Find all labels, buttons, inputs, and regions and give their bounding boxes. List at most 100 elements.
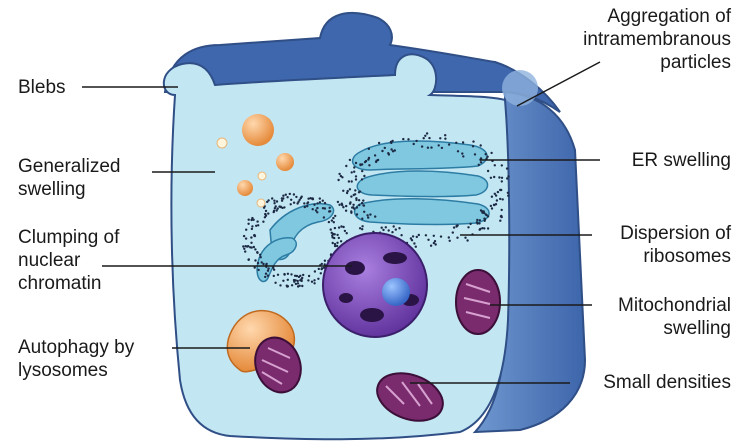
ribosome-dot	[490, 152, 492, 154]
ribosome-dot	[479, 219, 481, 221]
ribosome-dot	[265, 210, 267, 212]
ribosome-dot	[266, 201, 268, 203]
ribosome-dot	[491, 196, 493, 198]
ribosome-dot	[289, 193, 291, 195]
ribosome-dot	[430, 245, 432, 247]
ribosome-dot	[273, 275, 275, 277]
ribosome-dot	[287, 273, 289, 275]
ribosome-dot	[418, 234, 420, 236]
ribosome-dot	[501, 209, 503, 211]
ribosome-dot	[341, 203, 343, 205]
ribosome-dot	[453, 226, 455, 228]
ribosome-dot	[497, 191, 499, 193]
ribosome-dot	[243, 248, 245, 250]
ribosome-dot	[430, 146, 432, 148]
ribosome-dot	[332, 217, 334, 219]
ribosome-dot	[260, 256, 262, 258]
ribosome-dot	[267, 212, 269, 214]
ribosome-dot	[297, 282, 299, 284]
ribosome-dot	[302, 274, 304, 276]
ribosome-dot	[387, 152, 389, 154]
ribosome-dot	[358, 204, 360, 206]
ribosome-dot	[415, 140, 417, 142]
ribosome-dot	[507, 195, 509, 197]
ribosome-dot	[248, 219, 250, 221]
ribosome-dot	[407, 138, 409, 140]
ribosome-dot	[342, 206, 344, 208]
ribosome-dot	[298, 276, 300, 278]
ribosome-dot	[359, 163, 361, 165]
ribosome-dot	[423, 137, 425, 139]
ribosome-dot	[427, 239, 429, 241]
ribosome-dot	[316, 202, 318, 204]
ribosome-dot	[264, 276, 266, 278]
ribosome-dot	[334, 233, 336, 235]
lipid-droplet-large	[242, 114, 274, 146]
ribosome-dot	[393, 225, 395, 227]
ribosome-dot	[502, 198, 504, 200]
ribosome-dot	[282, 195, 284, 197]
ribosome-dot	[433, 235, 435, 237]
ribosome-dot	[486, 156, 488, 158]
ribosome-dot	[301, 285, 303, 287]
ribosome-dot	[484, 218, 486, 220]
ribosome-dot	[421, 145, 423, 147]
ribosome-dot	[286, 196, 288, 198]
ribosome-dot	[381, 150, 383, 152]
ribosome-dot	[254, 235, 256, 237]
lipid-droplet-tiny	[217, 138, 227, 148]
ribosome-dot	[368, 164, 370, 166]
ribosome-dot	[344, 230, 346, 232]
ribosome-dot	[291, 284, 293, 286]
ribosome-dot	[354, 189, 356, 191]
ribosome-dot	[293, 193, 295, 195]
ribosome-dot	[311, 281, 313, 283]
ribosome-dot	[313, 279, 315, 281]
ribosome-dot	[351, 206, 353, 208]
ribosome-dot	[493, 176, 495, 178]
ribosome-dot	[340, 225, 342, 227]
ribosome-dot	[319, 197, 321, 199]
ribosome-dot	[398, 227, 400, 229]
ribosome-dot	[286, 285, 288, 287]
ribosome-dot	[251, 225, 253, 227]
ribosome-dot	[255, 225, 257, 227]
ribosome-dot	[330, 228, 332, 230]
ribosome-dot	[265, 215, 267, 217]
ribosome-dot	[262, 263, 264, 265]
ribosome-dot	[328, 221, 330, 223]
ribosome-dot	[290, 273, 292, 275]
ribosome-dot	[308, 275, 310, 277]
ribosome-dot	[307, 198, 309, 200]
nucleolus	[382, 278, 410, 306]
ribosome-dot	[382, 229, 384, 231]
ribosome-dot	[395, 228, 397, 230]
ribosome-dot	[244, 250, 246, 252]
ribosome-dot	[378, 142, 380, 144]
ribosome-dot	[402, 138, 404, 140]
ribosome-dot	[481, 227, 483, 229]
ribosome-dot	[350, 212, 352, 214]
ribosome-dot	[345, 210, 347, 212]
ribosome-dot	[462, 141, 464, 143]
ribosome-dot	[381, 227, 383, 229]
ribosome-dot	[348, 180, 350, 182]
ribosome-dot	[366, 214, 368, 216]
ribosome-dot	[340, 240, 342, 242]
ribosome-dot	[374, 215, 376, 217]
ribosome-dot	[439, 137, 441, 139]
ribosome-dot	[300, 197, 302, 199]
ribosome-dot	[319, 201, 321, 203]
ribosome-dot	[413, 143, 415, 145]
ribosome-dot	[331, 219, 333, 221]
ribosome-dot	[353, 194, 355, 196]
ribosome-dot	[317, 278, 319, 280]
ribosome-dot	[332, 242, 334, 244]
ribosome-dot	[474, 153, 476, 155]
ribosome-dot	[254, 248, 256, 250]
ribosome-dot	[352, 204, 354, 206]
ribosome-dot	[362, 204, 364, 206]
ribosome-dot	[307, 279, 309, 281]
ribosome-dot	[345, 165, 347, 167]
ribosome-dot	[394, 149, 396, 151]
